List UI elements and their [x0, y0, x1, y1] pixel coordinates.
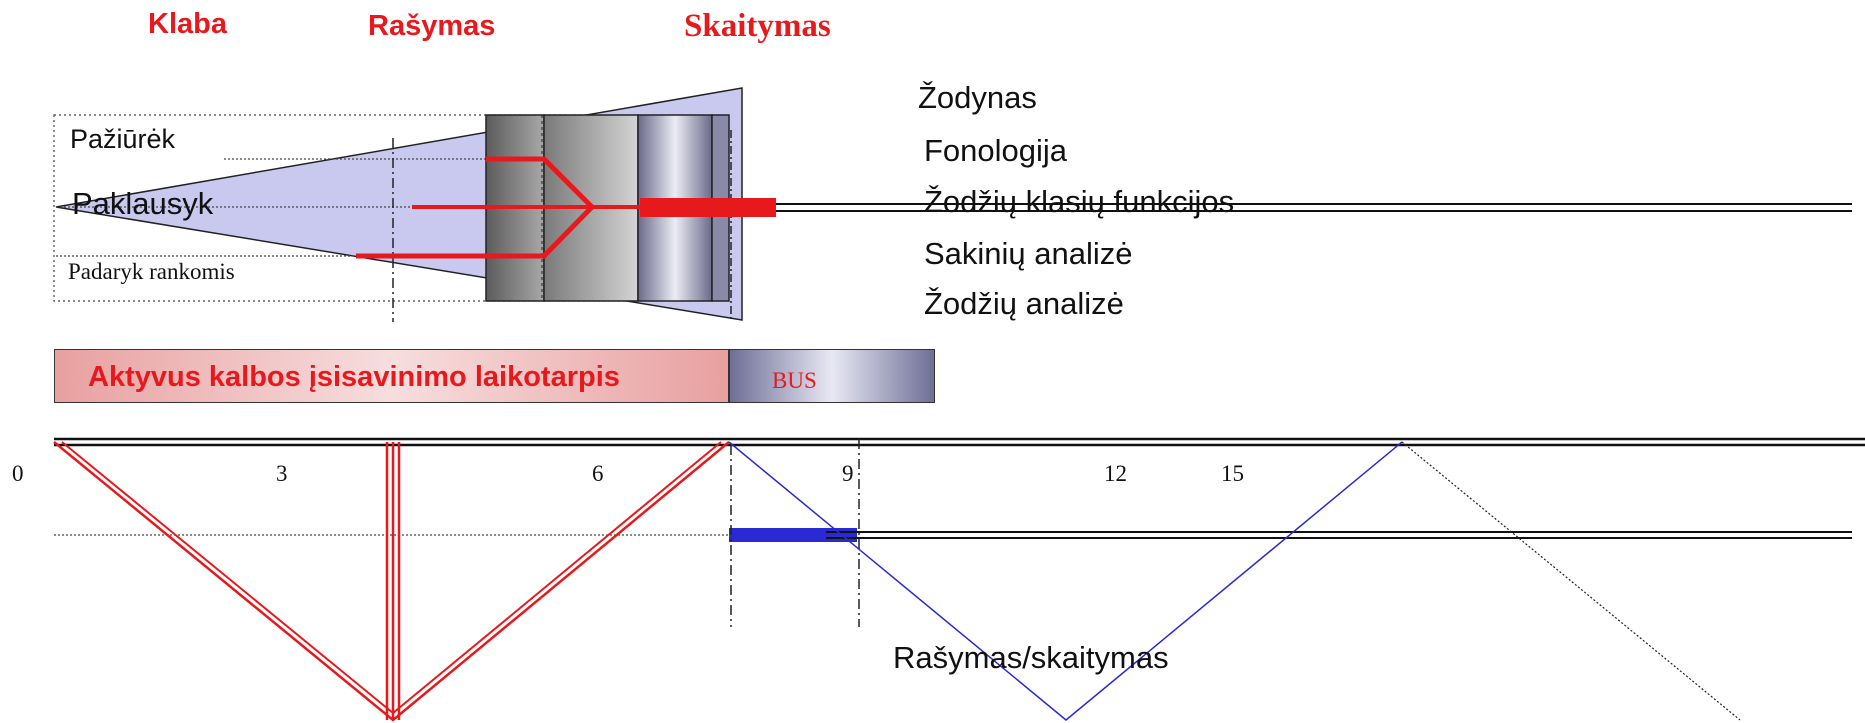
sense-frame [53, 114, 735, 302]
header-rasymas: Rašymas [368, 10, 496, 42]
tick-label: 9 [842, 461, 854, 486]
blue-bar [729, 528, 857, 542]
reading-writing-label: Rašymas/skaitymas [893, 640, 1169, 675]
header-skaitymas: Skaitymas [684, 8, 831, 44]
tick-label: 12 [1104, 461, 1127, 486]
bus-label: BUS [772, 368, 817, 393]
red-thick-bar [640, 198, 776, 217]
sense-listen-label: Paklausyk [72, 186, 214, 221]
tick-label: 0 [12, 461, 24, 486]
blue-v-shape [728, 441, 1403, 721]
sense-hands-label: Padaryk rankomis [68, 259, 235, 284]
topic-item: Žodžių klasių funkcijos [924, 184, 1235, 219]
red-path-look [486, 156, 594, 209]
topic-item: Žodžių analizė [924, 286, 1124, 321]
topic-item: Sakinių analizė [924, 236, 1133, 271]
active-period-bar [54, 349, 729, 403]
red-v-shape [53, 441, 730, 722]
topic-item: Žodynas [918, 80, 1037, 115]
tick-label: 3 [276, 461, 288, 486]
dotted-diagonal [1401, 441, 1741, 721]
red-path-hands [356, 205, 594, 259]
active-period-label: Aktyvus kalbos įsisavinimo laikotarpis [88, 361, 620, 393]
header-klaba: Klaba [148, 8, 227, 40]
tick-label: 6 [592, 461, 604, 486]
topic-item: Fonologija [924, 133, 1068, 168]
tick-label: 15 [1221, 461, 1244, 486]
bus-box [729, 349, 935, 403]
sense-look-label: Pažiūrėk [70, 124, 176, 154]
